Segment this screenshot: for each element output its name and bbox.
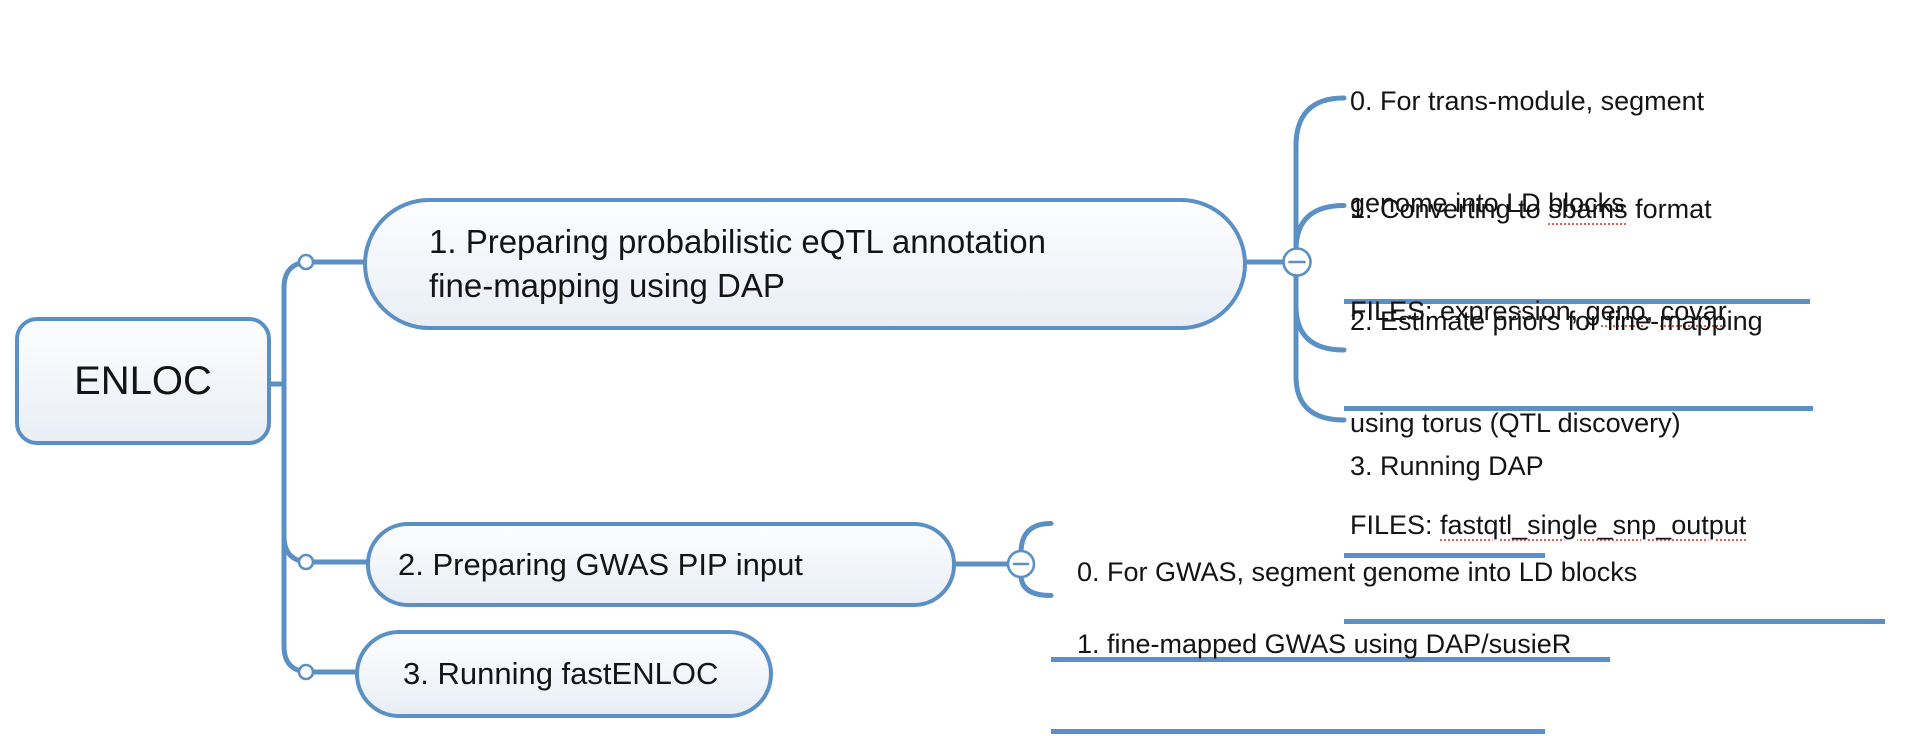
trunk-branch2-connector [281, 533, 374, 565]
child-topic-1-0[interactable]: 0. For trans-module, segment genome into… [1344, 16, 1810, 304]
misspelled-word: sbams [1548, 194, 1628, 224]
misspelled-word: fastqtl_single_snp_output [1440, 510, 1747, 540]
child-topic-1-2-line3: FILES: fastqtl_single_snp_output [1350, 510, 1747, 540]
child-topic-1-1-line1: 1. Converting to sbams format [1350, 194, 1712, 224]
branch1-child3-connector [1293, 271, 1347, 423]
junction-dot-branch3 [297, 663, 315, 681]
child-topic-2-0-line1: 0. For GWAS, segment genome into LD bloc… [1077, 557, 1638, 587]
child-topic-1-1[interactable]: 1. Converting to sbams format FILES: exp… [1344, 124, 1813, 411]
branch-topic-1-line2: fine-mapping using DAP [429, 267, 785, 304]
trunk-branch1-connector [281, 259, 369, 387]
misspelled-word: covar [1660, 296, 1727, 326]
child-topic-1-2-line1: 2. Estimate priors for fine-mapping [1350, 306, 1763, 336]
junction-dot-branch2 [297, 553, 315, 571]
branch-topic-3[interactable]: 3. Running fastENLOC [355, 630, 773, 718]
branch-topic-2-label: 2. Preparing GWAS PIP input [398, 546, 803, 582]
child-topic-2-1[interactable]: 1. fine-mapped GWAS using DAP/susieR [1051, 559, 1572, 734]
child-topic-1-0-line1: 0. For trans-module, segment [1350, 86, 1705, 116]
branch2-child0-connector [1018, 521, 1054, 556]
misspelled-word: geno [1585, 296, 1646, 326]
child-topic-1-2[interactable]: 2. Estimate priors for fine-mapping usin… [1344, 236, 1885, 624]
branch1-child2-connector [1293, 271, 1347, 353]
junction-dot-branch1 [297, 253, 315, 271]
collapse-button-branch2[interactable] [1006, 549, 1036, 579]
branch-topic-1-line1: 1. Preparing probabilistic eQTL annotati… [429, 223, 1046, 260]
child-topic-1-2-line2: using torus (QTL discovery) [1350, 408, 1681, 438]
root-topic[interactable]: ENLOC [15, 317, 271, 445]
child-topic-2-0[interactable]: 0. For GWAS, segment genome into LD bloc… [1051, 487, 1638, 662]
collapse-button-branch1[interactable] [1282, 247, 1312, 277]
branch-topic-2[interactable]: 2. Preparing GWAS PIP input [366, 522, 956, 607]
root-topic-label: ENLOC [74, 358, 212, 403]
trunk-branch3-connector [281, 381, 363, 675]
branch1-child0-connector [1293, 95, 1347, 255]
child-topic-1-3[interactable]: 3. Running DAP [1344, 381, 1545, 558]
branch-topic-1[interactable]: 1. Preparing probabilistic eQTL annotati… [363, 198, 1247, 330]
child-topic-1-0-line2: genome into LD blocks [1350, 188, 1625, 218]
child-topic-1-3-line1: 3. Running DAP [1350, 451, 1544, 481]
branch-topic-3-label: 3. Running fastENLOC [403, 656, 719, 691]
branch1-child1-connector [1293, 203, 1347, 253]
child-topic-1-1-line2: FILES: expression, geno, covar [1350, 296, 1727, 326]
branch2-child1-connector [1018, 572, 1054, 598]
child-topic-2-1-line1: 1. fine-mapped GWAS using DAP/susieR [1077, 629, 1572, 659]
